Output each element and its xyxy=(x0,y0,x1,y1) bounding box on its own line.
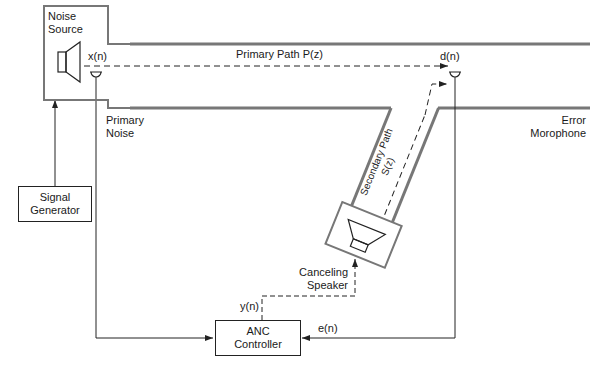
path-label: Secondary Path S(z) xyxy=(356,121,410,208)
duct-wall xyxy=(438,107,590,110)
speaker-magnet xyxy=(58,52,66,72)
signal-name: x(n) xyxy=(88,50,107,63)
speaker-cone xyxy=(66,42,80,82)
node-text: Signal Generator xyxy=(26,191,84,217)
speaker-housing xyxy=(325,202,401,268)
duct-wall xyxy=(130,43,590,46)
generator-box: Signal Generator xyxy=(18,186,92,222)
housing-outline xyxy=(24,4,130,100)
secondary-branch xyxy=(325,88,447,268)
signal-name: d(n) xyxy=(440,50,460,63)
signal-wire xyxy=(96,77,213,338)
noise-source-housing: Noise Source xyxy=(24,4,130,100)
duct-wall xyxy=(130,107,391,110)
node-text: ANC Controller xyxy=(227,325,289,351)
speaker-cone xyxy=(342,219,385,249)
duct-wall xyxy=(392,108,438,222)
signal-arrow xyxy=(55,100,56,186)
microphone-symbol xyxy=(90,72,102,77)
primary-path-arrow xyxy=(84,66,448,67)
node-text: Noise Source xyxy=(48,10,98,36)
signal-wire xyxy=(302,77,455,338)
path-label: Primary Path P(z) xyxy=(236,48,323,61)
signal-name: e(n) xyxy=(318,322,338,335)
microphone-symbol xyxy=(449,72,461,77)
part-label: Error Morophone xyxy=(526,114,586,140)
housing-outline xyxy=(44,6,130,108)
secondary-path-arrow xyxy=(425,84,447,115)
controller-box: ANC Controller xyxy=(215,320,301,356)
signal-name: y(n) xyxy=(240,300,259,313)
part-label: Canceling Speaker xyxy=(282,266,348,292)
part-label: Primary Noise xyxy=(106,114,156,140)
signal-wire xyxy=(262,259,355,320)
